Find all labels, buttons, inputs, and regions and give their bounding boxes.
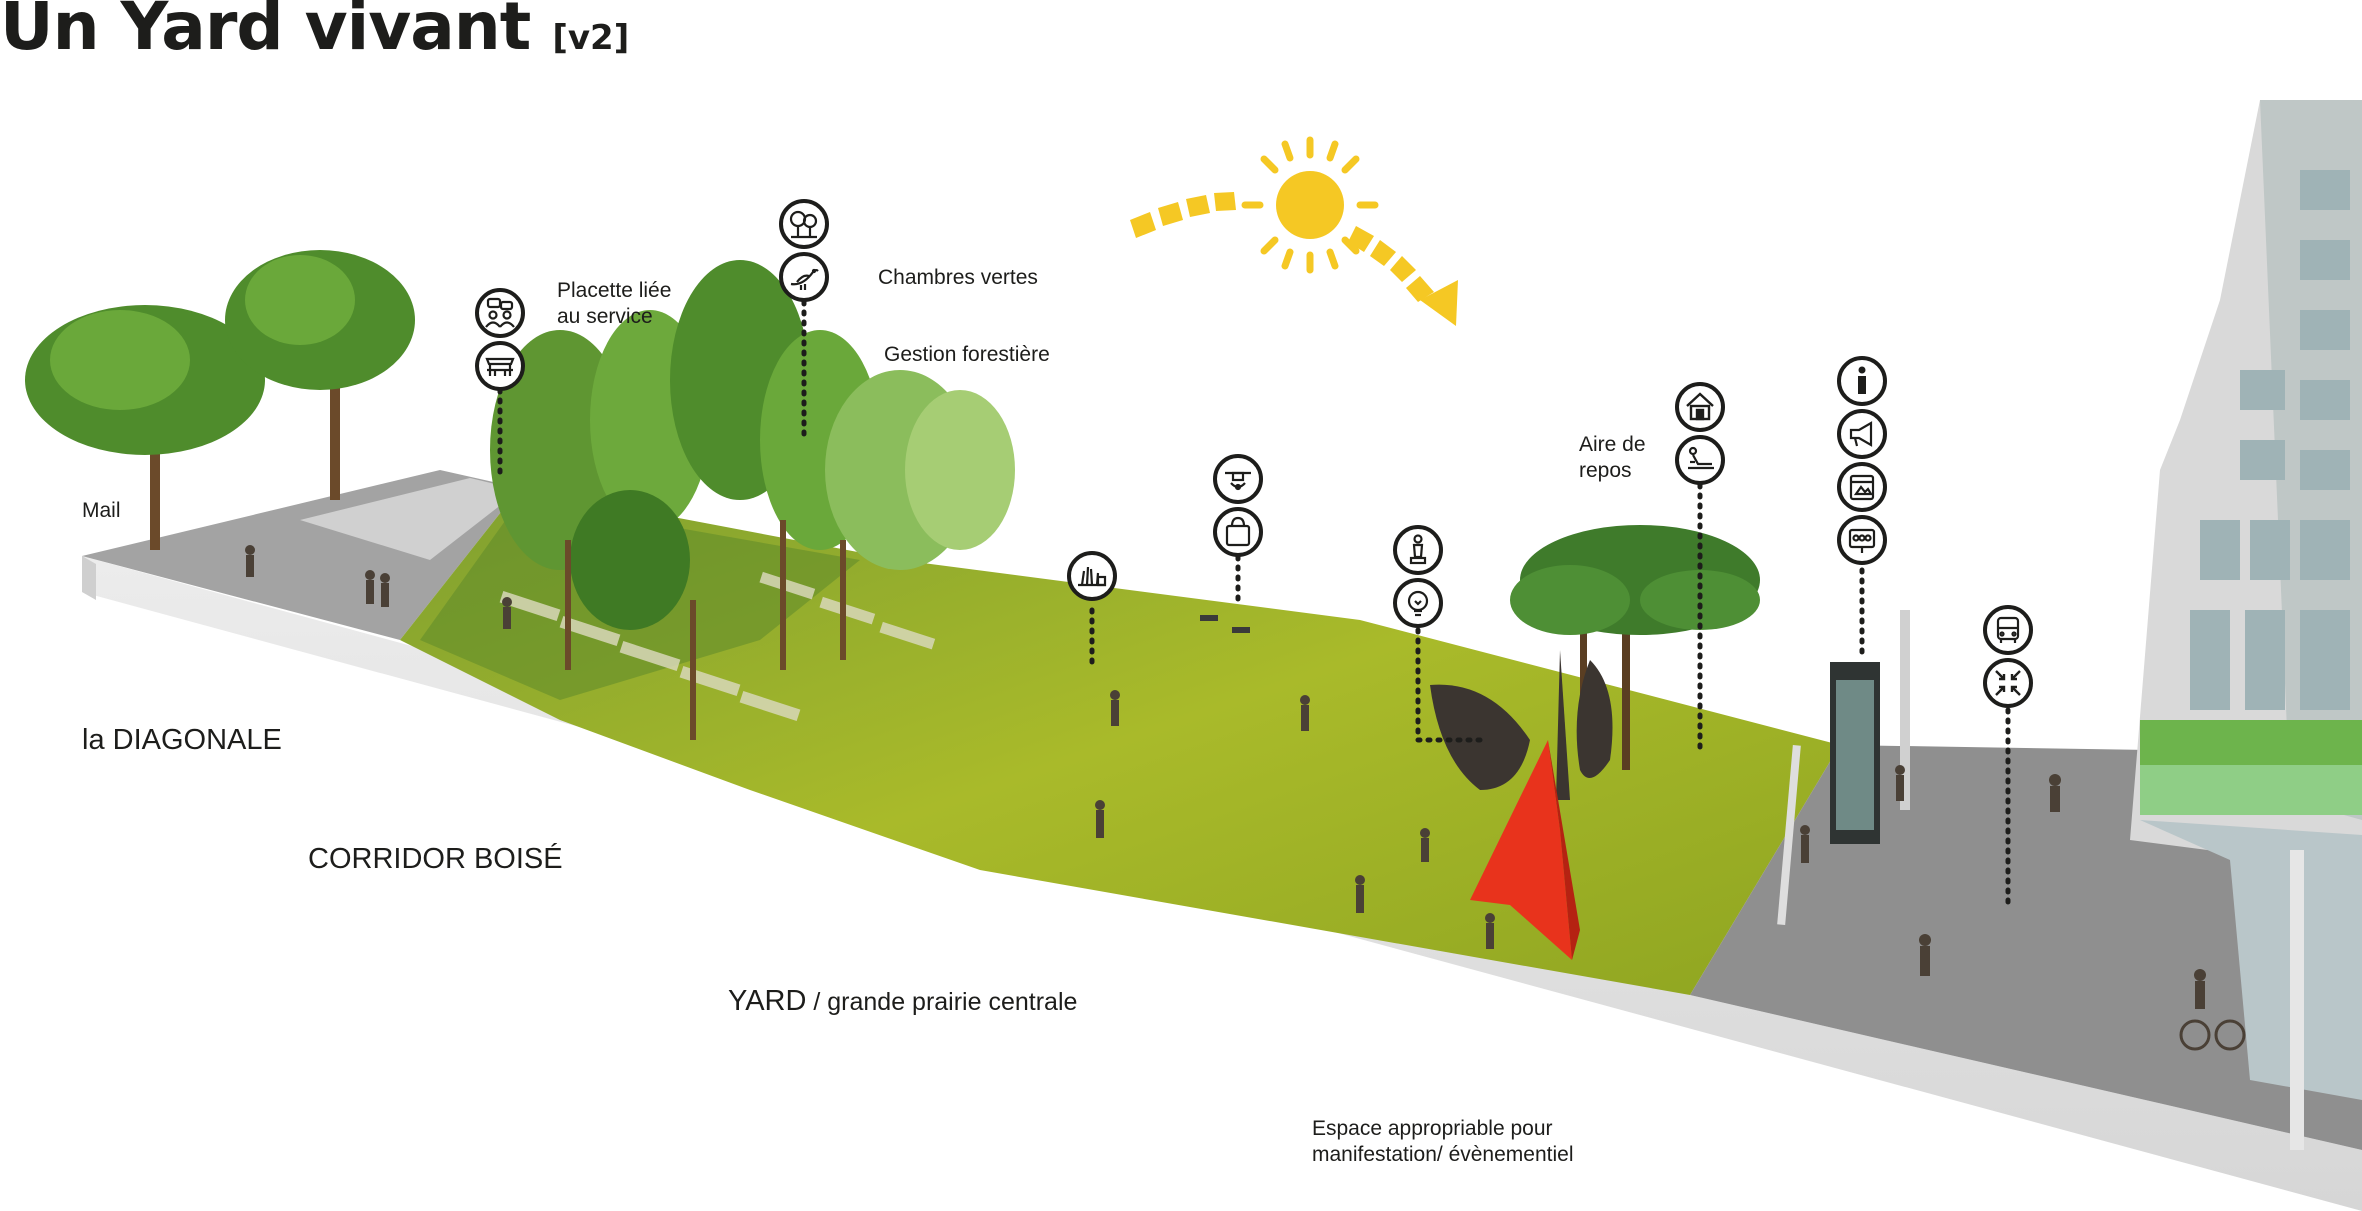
info-totem [1777, 610, 1910, 926]
leader-lines [497, 299, 2011, 908]
sun-icon [1241, 136, 1379, 274]
label-yard-sub: / grande prairie centrale [806, 988, 1078, 1016]
label-aire-line-2: repos [1579, 459, 1632, 482]
label-aire-de-repos: Aire de repos [1579, 432, 1646, 484]
gathering-point-icon [1983, 658, 2033, 708]
corridor-trees [490, 260, 1015, 740]
event-calendar-icon [1837, 462, 1887, 512]
label-placette-line-2: au service [557, 305, 653, 328]
label-espace-appropriable: Espace appropriable pour manifestation/ … [1312, 1116, 1574, 1168]
people [245, 545, 2246, 1051]
drone-icon [1213, 454, 1263, 504]
label-chambres-vertes: Chambres vertes [878, 266, 1038, 289]
info-icon [1837, 356, 1887, 406]
terrain-side-wall [82, 556, 96, 600]
label-corridor-boise: CORRIDOR BOISÉ [308, 843, 563, 875]
label-diagonale: la DIAGONALE [82, 724, 282, 756]
bird-icon [779, 252, 829, 302]
page-title-version: [v2] [552, 18, 630, 58]
grass-icon [1067, 551, 1117, 601]
trees-icon [779, 199, 829, 249]
lightbulb-icon [1393, 578, 1443, 628]
bus-icon [1983, 605, 2033, 655]
label-aire-line-1: Aire de [1579, 433, 1646, 456]
megaphone-icon [1837, 409, 1887, 459]
building [2130, 100, 2362, 1150]
sun-path-arrow [1130, 192, 1458, 326]
shelter-icon [1675, 382, 1725, 432]
label-placette: Placette liée au service [557, 278, 671, 330]
label-espace-line-2: manifestation/ évènementiel [1312, 1143, 1574, 1166]
label-yard: YARD / grande prairie centrale [728, 985, 1078, 1017]
statue-icon [1393, 525, 1443, 575]
red-sculpture [1470, 740, 1580, 960]
meeting-people-icon [475, 288, 525, 338]
label-placette-line-1: Placette liée [557, 279, 672, 302]
page-title: Un Yard vivant [v2] [0, 0, 629, 65]
page-title-main: Un Yard vivant [0, 0, 531, 65]
drones [1200, 615, 1250, 633]
label-espace-line-1: Espace appropriable pour [1312, 1117, 1553, 1140]
label-gestion-forestiere: Gestion forestière [884, 343, 1050, 366]
mail-trees [25, 250, 415, 550]
placette-paving [300, 478, 520, 560]
label-yard-main: YARD [728, 985, 807, 1017]
shopping-bag-icon [1213, 507, 1263, 557]
display-panel-icon [1837, 515, 1887, 565]
dark-sculpture [1430, 650, 1613, 800]
label-mail: Mail [82, 499, 121, 522]
market-stall-icon [475, 341, 525, 391]
reclining-person-icon [1675, 435, 1725, 485]
